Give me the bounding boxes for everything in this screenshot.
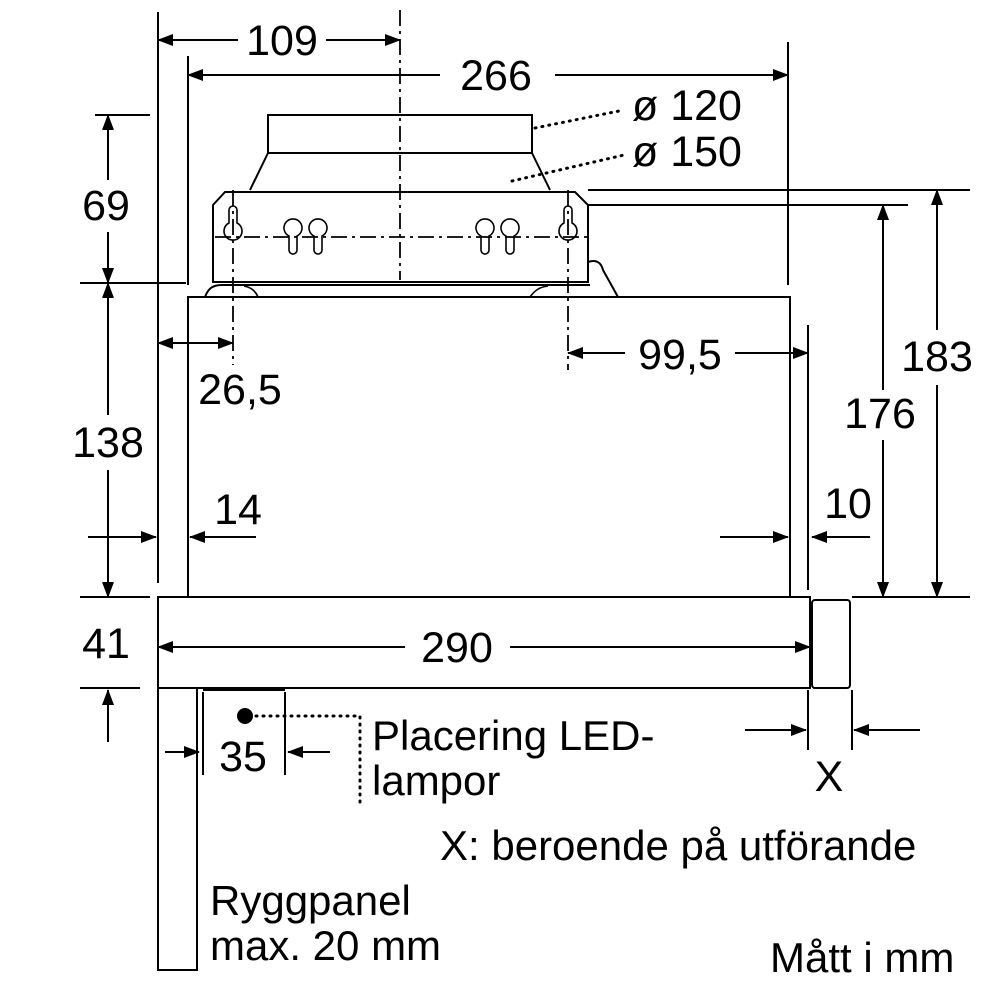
- dim-duct-120: ø 120: [632, 82, 742, 130]
- led-label-line1: Placering LED-: [372, 712, 654, 759]
- keyhole-inner-1: [283, 218, 303, 255]
- leader-lines: [237, 108, 626, 807]
- dim-41: 41: [82, 620, 130, 668]
- dimension-arrows: [88, 34, 943, 758]
- keyhole-inner-4: [500, 218, 520, 255]
- back-panel-label-line1: Ryggpanel: [210, 877, 411, 924]
- back-panel: [157, 687, 198, 971]
- dim-176: 176: [844, 390, 916, 438]
- dim-10: 10: [824, 480, 872, 528]
- keyhole-right: [558, 205, 578, 241]
- dim-35: 35: [219, 733, 267, 781]
- led-position-marker: [237, 708, 253, 724]
- dim-99-5: 99,5: [638, 331, 722, 379]
- led-label-line2: lampor: [372, 757, 500, 804]
- dim-14: 14: [214, 486, 262, 534]
- duct-spigot: [249, 114, 551, 191]
- dim-109: 109: [246, 17, 318, 65]
- keyhole-inner-3: [475, 218, 495, 255]
- dim-138: 138: [72, 419, 144, 467]
- dim-x: X: [815, 753, 844, 801]
- x-note: X: beroende på utförande: [440, 822, 916, 869]
- panel-extension-x: [811, 599, 851, 689]
- keyhole-left: [223, 205, 243, 241]
- dim-290: 290: [421, 624, 493, 672]
- units-note: Mått i mm: [770, 934, 954, 981]
- centerlines: [215, 10, 590, 370]
- dim-183: 183: [901, 333, 973, 381]
- dim-69: 69: [82, 182, 130, 230]
- mounting-bracket: [204, 191, 619, 298]
- dim-duct-150: ø 150: [632, 128, 742, 176]
- dim-26-5: 26,5: [198, 366, 282, 414]
- extension-lines: [80, 12, 970, 775]
- keyhole-inner-2: [308, 218, 328, 255]
- dim-266: 266: [460, 52, 532, 100]
- back-panel-label-line2: max. 20 mm: [210, 922, 441, 969]
